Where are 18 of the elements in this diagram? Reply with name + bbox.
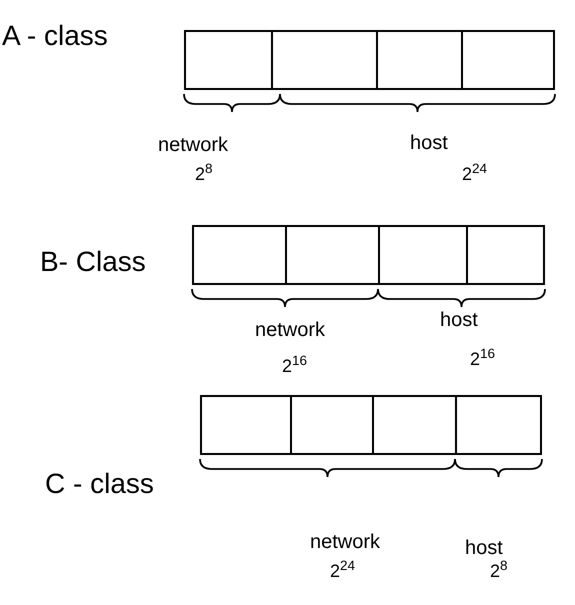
address-bar [184,30,555,90]
class-label: B- Class [40,248,146,276]
class-label: C - class [45,470,154,498]
address-bar [200,395,542,455]
field-label: network [255,320,326,340]
address-count: 2$^{8}$ [490,562,508,580]
address-count: 2$^{24}$ [462,165,488,183]
field-label: host [465,538,503,558]
field-label: host [410,133,448,153]
address-count: 2$^{16}$ [470,350,496,368]
class-label: A - class [2,22,108,50]
field-label: host [440,310,478,330]
field-label: network [310,532,380,552]
address-count: 2$^{16}$ [282,357,308,375]
field-label: network [158,135,228,155]
address-bar [192,225,545,285]
address-count: 2$^{8}$ [195,165,213,183]
address-count: 2$^{24}$ [330,562,356,580]
